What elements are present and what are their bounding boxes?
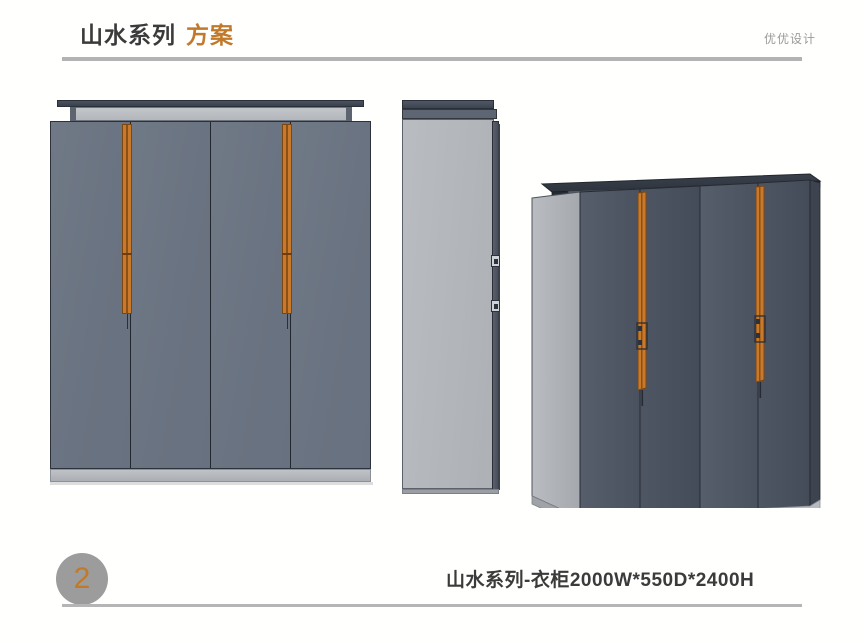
front-door-panel [291, 122, 370, 468]
brand-label: 优优设计 [763, 32, 816, 46]
iso-side-panel [531, 191, 581, 508]
iso-door-handle-left [636, 191, 648, 406]
title-series-text: 山水系列 [80, 22, 176, 48]
side-hinge-upper [491, 255, 500, 267]
page-title: 山水系列 方案 [80, 24, 234, 47]
front-handle-seam [282, 253, 292, 255]
slide-number-text: 2 [73, 562, 91, 595]
side-top-cornice [402, 109, 497, 119]
iso-door-run [579, 179, 811, 508]
front-door-handle [122, 124, 132, 314]
slide-header: 山水系列 方案 优优设计 [0, 24, 864, 68]
drawing-stage [0, 80, 864, 520]
front-door-panel [51, 122, 131, 468]
front-door-panel [211, 122, 291, 468]
front-door-panel [131, 122, 211, 468]
front-cabinet-body [50, 121, 371, 469]
iso-right-end-cap [809, 179, 821, 507]
front-handle-tail [126, 314, 128, 329]
front-base-plinth [50, 469, 371, 482]
side-hinge-lower [491, 300, 500, 312]
front-handle-tail [286, 314, 288, 329]
front-door-handle [282, 124, 292, 314]
footer-divider [62, 604, 802, 607]
iso-door-handle-right [754, 185, 766, 398]
front-ground-shadow [50, 482, 373, 485]
header-divider [62, 57, 802, 61]
side-top-cap [402, 100, 494, 109]
front-elevation-view [45, 100, 375, 495]
iso-perspective-view [520, 88, 830, 508]
slide-number-badge: 2 [56, 553, 108, 605]
product-caption: 山水系列-衣柜2000W*550D*2400H [446, 570, 755, 591]
front-handle-seam [122, 253, 132, 255]
iso-base-plinth [531, 495, 821, 508]
title-accent-text: 方案 [186, 22, 234, 48]
front-top-panel [57, 100, 364, 107]
side-elevation-view [398, 100, 508, 500]
side-panel-body [402, 119, 494, 489]
side-base-plinth [402, 489, 499, 494]
front-top-band-right-cap [346, 107, 352, 121]
front-top-band [70, 107, 352, 121]
front-top-band-left-cap [70, 107, 76, 121]
